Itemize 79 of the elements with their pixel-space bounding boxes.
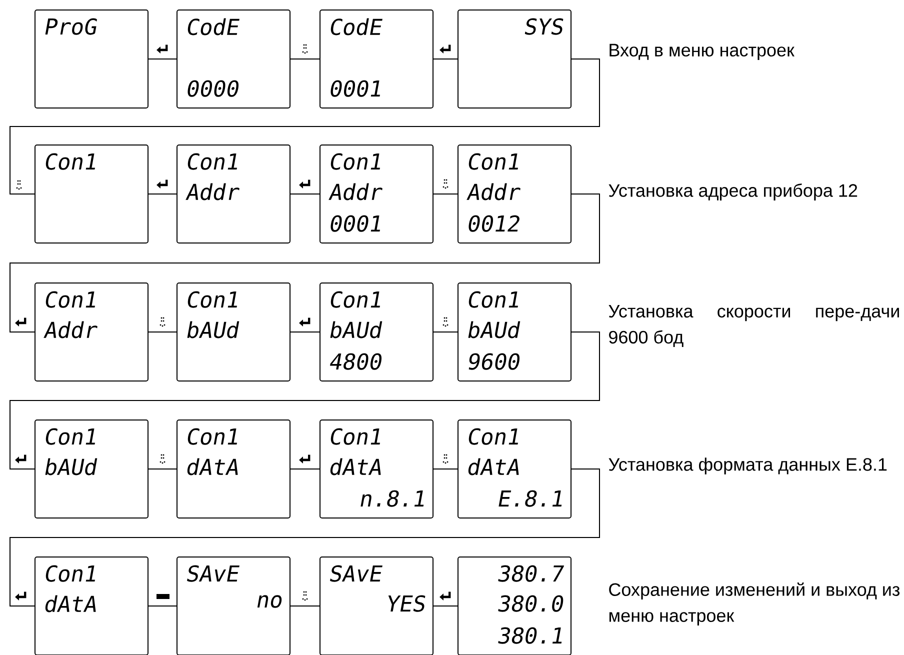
lcd-display: [458, 282, 572, 382]
display-text: Con1: [468, 291, 518, 308]
lcd-display: [176, 556, 290, 655]
display-text: CodE: [330, 18, 382, 36]
display-text: dAtA: [45, 595, 96, 612]
display-text: bAUd: [45, 458, 98, 476]
display-text: ProG: [45, 18, 97, 35]
display-text: Con1: [330, 291, 380, 308]
step-description: Сохранение изменений и выход из меню настроек: [609, 582, 900, 626]
connector-line: [433, 58, 458, 60]
display-text: Con1: [188, 153, 238, 170]
step-description: Вход в меню настроек: [610, 44, 794, 60]
lcd-display: [320, 282, 434, 382]
display-text: bAUd: [187, 321, 240, 338]
lcd-display: [34, 10, 148, 108]
display-text: 0001: [330, 80, 380, 97]
display-text: SAvE: [330, 565, 382, 582]
display-text: Con1: [468, 428, 518, 445]
lcd-display: [34, 556, 148, 655]
display-text: Addr: [186, 183, 240, 200]
display-text: dAtA: [330, 458, 381, 476]
lcd-display: [320, 556, 434, 655]
display-text: Con1: [188, 428, 238, 445]
lcd-display: [458, 556, 572, 655]
lcd-display: [34, 282, 148, 382]
display-text: Con1: [46, 153, 96, 170]
connector-line: [290, 468, 320, 470]
display-text: CodE: [188, 18, 240, 36]
display-text: 0000: [188, 80, 239, 97]
lcd-display: [34, 420, 148, 518]
display-text: Addr: [328, 183, 382, 200]
lcd-display: [458, 420, 572, 518]
display-text: Addr: [44, 321, 98, 338]
display-text: bAUd: [468, 321, 520, 338]
display-text: bAUd: [330, 321, 382, 338]
display-text: Con1: [46, 565, 96, 582]
display-text: Con1: [468, 153, 518, 170]
lcd-display: [176, 144, 290, 244]
display-text: SYS: [524, 18, 564, 35]
display-text: dAtA: [468, 458, 519, 476]
display-text: Con1: [46, 428, 96, 445]
connector-line: [10, 332, 600, 470]
connector-line: [10, 58, 600, 194]
display-text: Addr: [466, 183, 520, 200]
lcd-display: [458, 10, 572, 108]
connector-line: [148, 468, 177, 470]
display-text: YES: [388, 595, 426, 612]
display-text: Con1: [330, 153, 380, 170]
connector-line: [10, 468, 600, 606]
step-description: Установка скорости пере-дачи 9600 бод: [608, 305, 899, 347]
lcd-display: [176, 10, 290, 108]
display-text: 380.7: [498, 565, 564, 582]
display-text: 0012: [468, 215, 520, 232]
lcd-display: [34, 144, 148, 244]
lcd-display: [458, 144, 572, 244]
display-text: 4800: [330, 353, 382, 370]
display-text: Con1: [46, 291, 96, 308]
connector-line: [433, 468, 458, 470]
lcd-display: [320, 10, 434, 108]
display-text: no: [257, 595, 282, 608]
display-text: E.8.1: [498, 490, 562, 507]
display-text: Con1: [330, 428, 380, 445]
connector-line: [290, 58, 320, 60]
display-text: n.8.1: [360, 490, 424, 507]
step-description: Установка адреса прибора 12: [608, 184, 858, 200]
display-text: 9600: [468, 353, 520, 370]
connector-line: [148, 58, 177, 60]
display-text: 380.1: [498, 627, 562, 644]
display-text: 0001: [330, 215, 380, 232]
lcd-display: [176, 420, 290, 518]
step-description: Установка формата данных E.8.1: [608, 458, 887, 474]
lcd-display: [176, 282, 290, 382]
connector-line: [10, 194, 600, 332]
lcd-display: [320, 144, 434, 244]
display-text: dAtA: [187, 458, 238, 476]
display-text: Con1: [188, 291, 238, 308]
display-text: 380.0: [498, 595, 564, 612]
display-text: SAvE: [187, 565, 240, 582]
lcd-display: [320, 420, 434, 518]
